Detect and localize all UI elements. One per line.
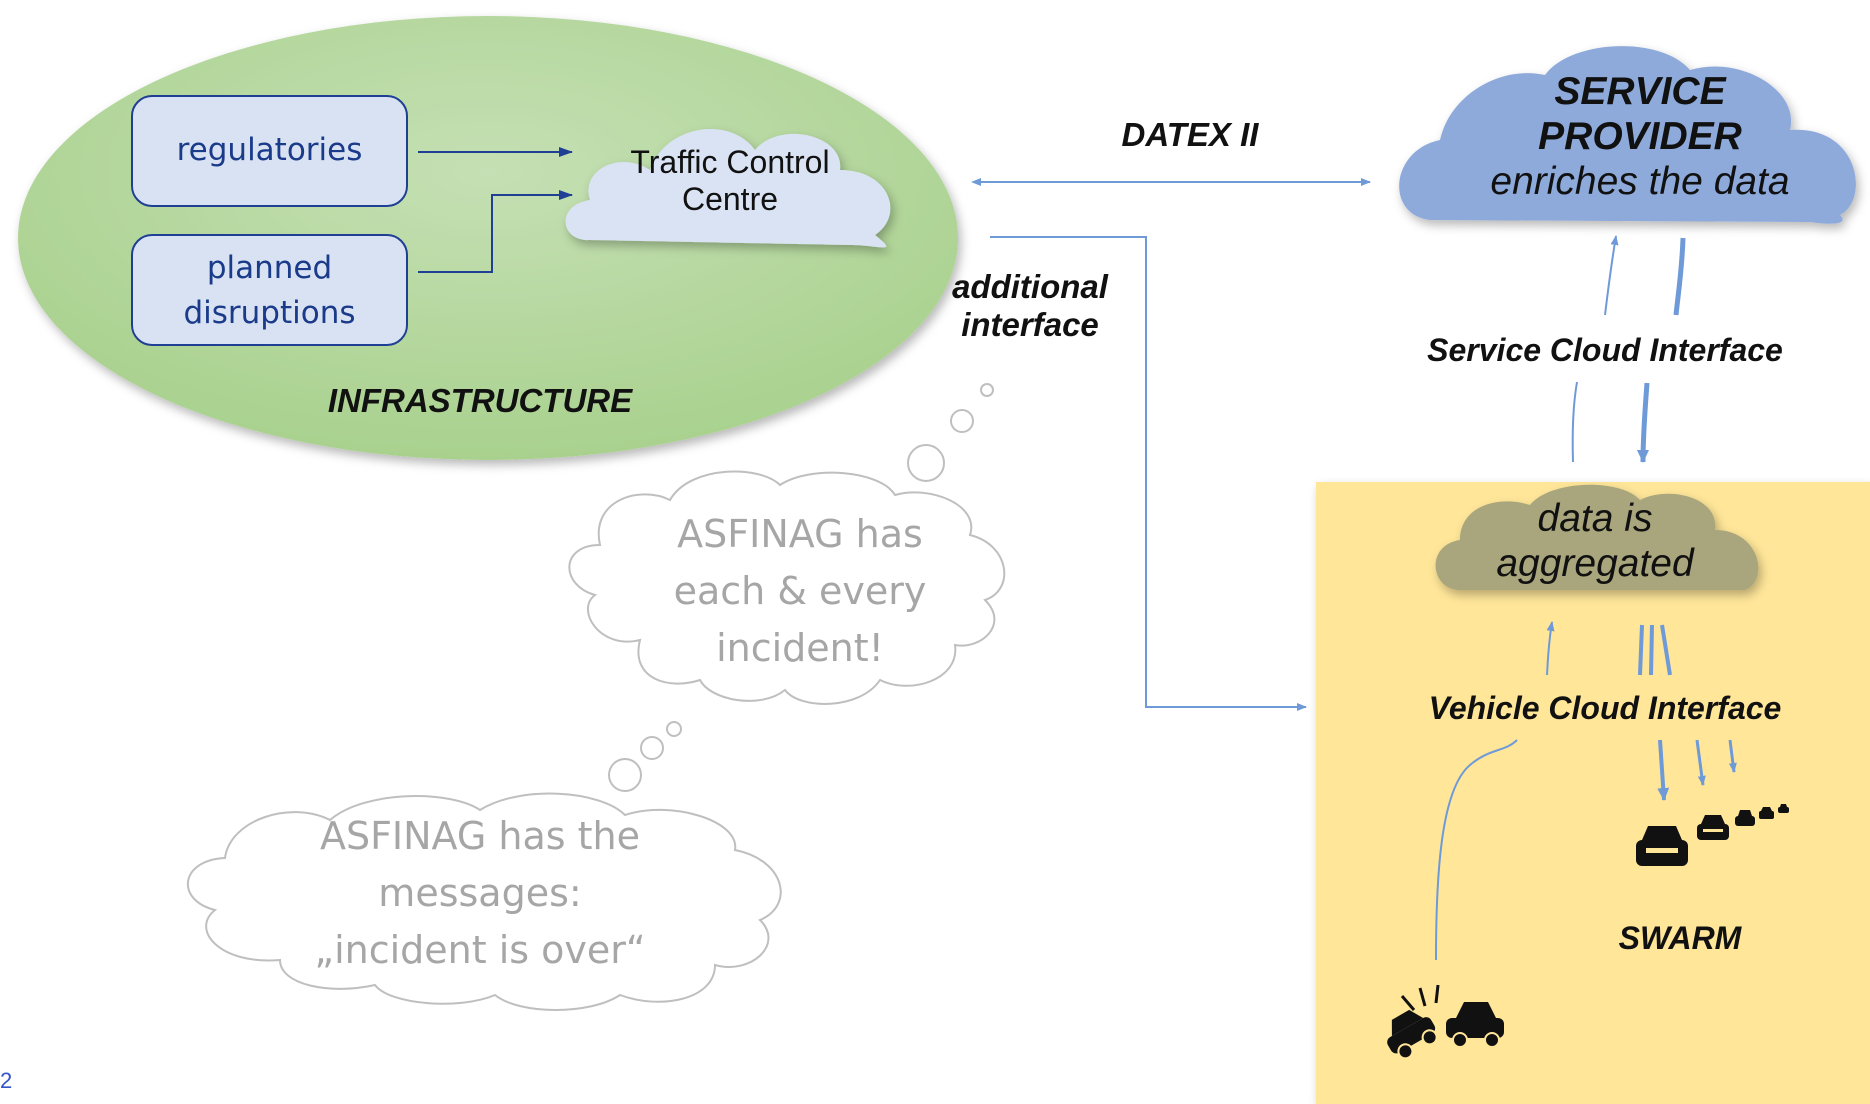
thought-text-2: ASFINAG has the messages: „incident is o… bbox=[314, 814, 646, 972]
service-up-arrow-lower bbox=[1571, 381, 1578, 463]
vehicle-up-arrow-upper bbox=[1546, 621, 1555, 676]
thought-dot-5 bbox=[640, 736, 664, 760]
vehicle-down-stroke-3 bbox=[1660, 624, 1672, 676]
vehicle-cloud-interface-label: Vehicle Cloud Interface bbox=[1428, 690, 1782, 726]
data-aggregated-label: data is aggregated bbox=[1496, 497, 1694, 585]
traffic-control-centre-label: Traffic Control Centre bbox=[630, 144, 830, 217]
infrastructure-title: INFRASTRUCTURE bbox=[327, 382, 633, 419]
planned-disruptions-arrow bbox=[418, 190, 573, 273]
additional-interface-arrow bbox=[990, 236, 1307, 711]
thought-dot-6 bbox=[608, 758, 642, 792]
data-aggregated-cloud bbox=[1435, 484, 1759, 590]
thought-dot-4 bbox=[666, 721, 682, 737]
vehicle-down-stroke-1 bbox=[1638, 624, 1644, 676]
service-cloud-interface-label: Service Cloud Interface bbox=[1427, 332, 1783, 368]
thought-dot-2 bbox=[950, 409, 974, 433]
thought-bubble-2 bbox=[187, 792, 782, 1011]
swarm-cars-icon bbox=[1636, 804, 1789, 866]
regulatories-box bbox=[131, 95, 408, 207]
vehicle-down-arrow-3 bbox=[1728, 739, 1737, 773]
vehicle-up-arrow-lower bbox=[1435, 739, 1518, 961]
page-number: 2 bbox=[0, 1068, 13, 1093]
service-down-arrow-lower bbox=[1637, 382, 1650, 463]
thought-dot-3 bbox=[907, 444, 945, 482]
planned-disruptions-box bbox=[131, 234, 408, 346]
regulatories-label: regulatories bbox=[176, 132, 363, 168]
service-provider-cloud bbox=[1399, 46, 1856, 224]
crashed-cars-icon bbox=[1387, 984, 1504, 1060]
vehicle-down-stroke-2 bbox=[1649, 624, 1654, 676]
datex-label: DATEX II bbox=[1121, 116, 1259, 153]
vehicle-down-arrow-1 bbox=[1657, 739, 1670, 801]
planned-disruptions-label: planned disruptions bbox=[183, 250, 356, 331]
thought-dot-1 bbox=[980, 383, 994, 397]
swarm-label: SWARM bbox=[1618, 920, 1742, 956]
vehicle-down-arrow-2 bbox=[1695, 739, 1706, 786]
additional-interface-label: additional interface bbox=[952, 268, 1108, 343]
service-down-arrow-upper bbox=[1673, 237, 1686, 316]
thought-bubble-1 bbox=[568, 470, 1006, 705]
service-provider-label: SERVICE PROVIDER enriches the data bbox=[1490, 70, 1790, 203]
thought-text-1: ASFINAG has each & every incident! bbox=[673, 512, 927, 670]
traffic-control-centre-cloud bbox=[565, 128, 891, 248]
service-up-arrow-upper bbox=[1604, 235, 1619, 316]
